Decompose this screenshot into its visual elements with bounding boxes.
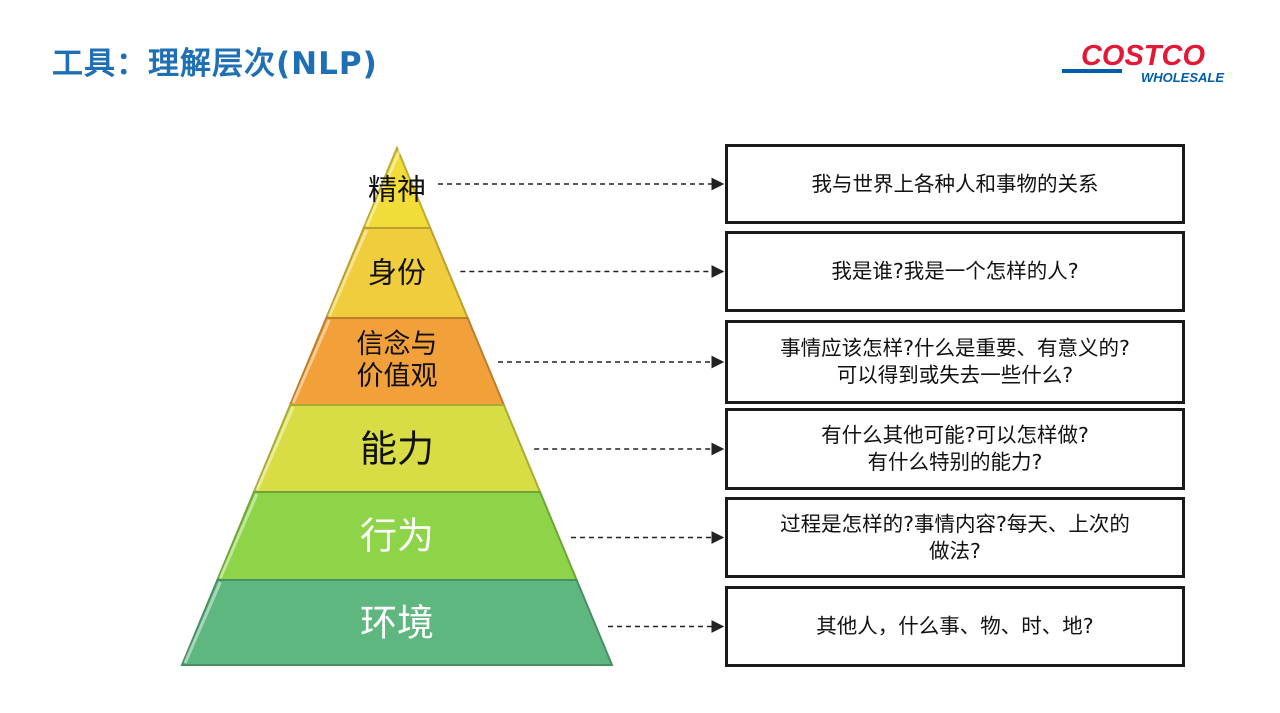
pyramid-tiers — [180, 145, 614, 666]
description-text: 我是谁?我是一个怎样的人? — [831, 259, 1079, 284]
description-box-beliefs-values: 事情应该怎样?什么是重要、有意义的? 可以得到或失去一些什么? — [725, 320, 1185, 404]
description-box-spirit: 我与世界上各种人和事物的关系 — [725, 144, 1185, 224]
tier-label-identity: 身份 — [367, 255, 427, 290]
tier-bevel-highlight — [327, 229, 369, 317]
tier-bevel-highlight — [183, 581, 222, 664]
description-text: 其他人，什么事、物、时、地? — [816, 614, 1094, 639]
logo-costco-text: COSTCO — [1081, 40, 1206, 72]
description-box-capability: 有什么其他可能?可以怎样做? 有什么特别的能力? — [725, 408, 1185, 490]
description-box-environment: 其他人，什么事、物、时、地? — [725, 586, 1185, 667]
logo-wholesale-text: WHOLESALE — [1141, 70, 1224, 85]
description-text: 过程是怎样的?事情内容?每天、上次的 做法? — [780, 511, 1130, 563]
tier-label-behavior: 行为 — [360, 514, 434, 558]
tier-label-spirit: 精神 — [367, 172, 427, 207]
costco-logo: COSTCO WHOLESALE — [1062, 40, 1224, 85]
description-text: 有什么其他可能?可以怎样做? 有什么特别的能力? — [821, 423, 1089, 474]
tier-bevel-highlight — [291, 319, 331, 404]
logo-bar-icon — [1062, 69, 1122, 73]
description-text: 我与世界上各种人和事物的关系 — [811, 171, 1099, 196]
tier-bevel-highlight — [365, 149, 402, 227]
description-box-behavior: 过程是怎样的?事情内容?每天、上次的 做法? — [725, 497, 1185, 578]
tier-bevel-highlight — [218, 493, 259, 579]
tier-label-environment: 环境 — [360, 600, 434, 644]
connector-arrows — [438, 177, 725, 633]
tier-label-beliefs-values: 信念与 价值观 — [356, 328, 438, 393]
description-box-identity: 我是谁?我是一个怎样的人? — [725, 231, 1185, 312]
slide-title: 工具：理解层次(NLP) — [52, 46, 378, 82]
tier-bevel-highlight — [255, 406, 295, 491]
pyramid-tier-environment — [180, 579, 614, 666]
tier-label-capability: 能力 — [360, 426, 434, 470]
description-text: 事情应该怎样?什么是重要、有意义的? 可以得到或失去一些什么? — [780, 336, 1130, 387]
